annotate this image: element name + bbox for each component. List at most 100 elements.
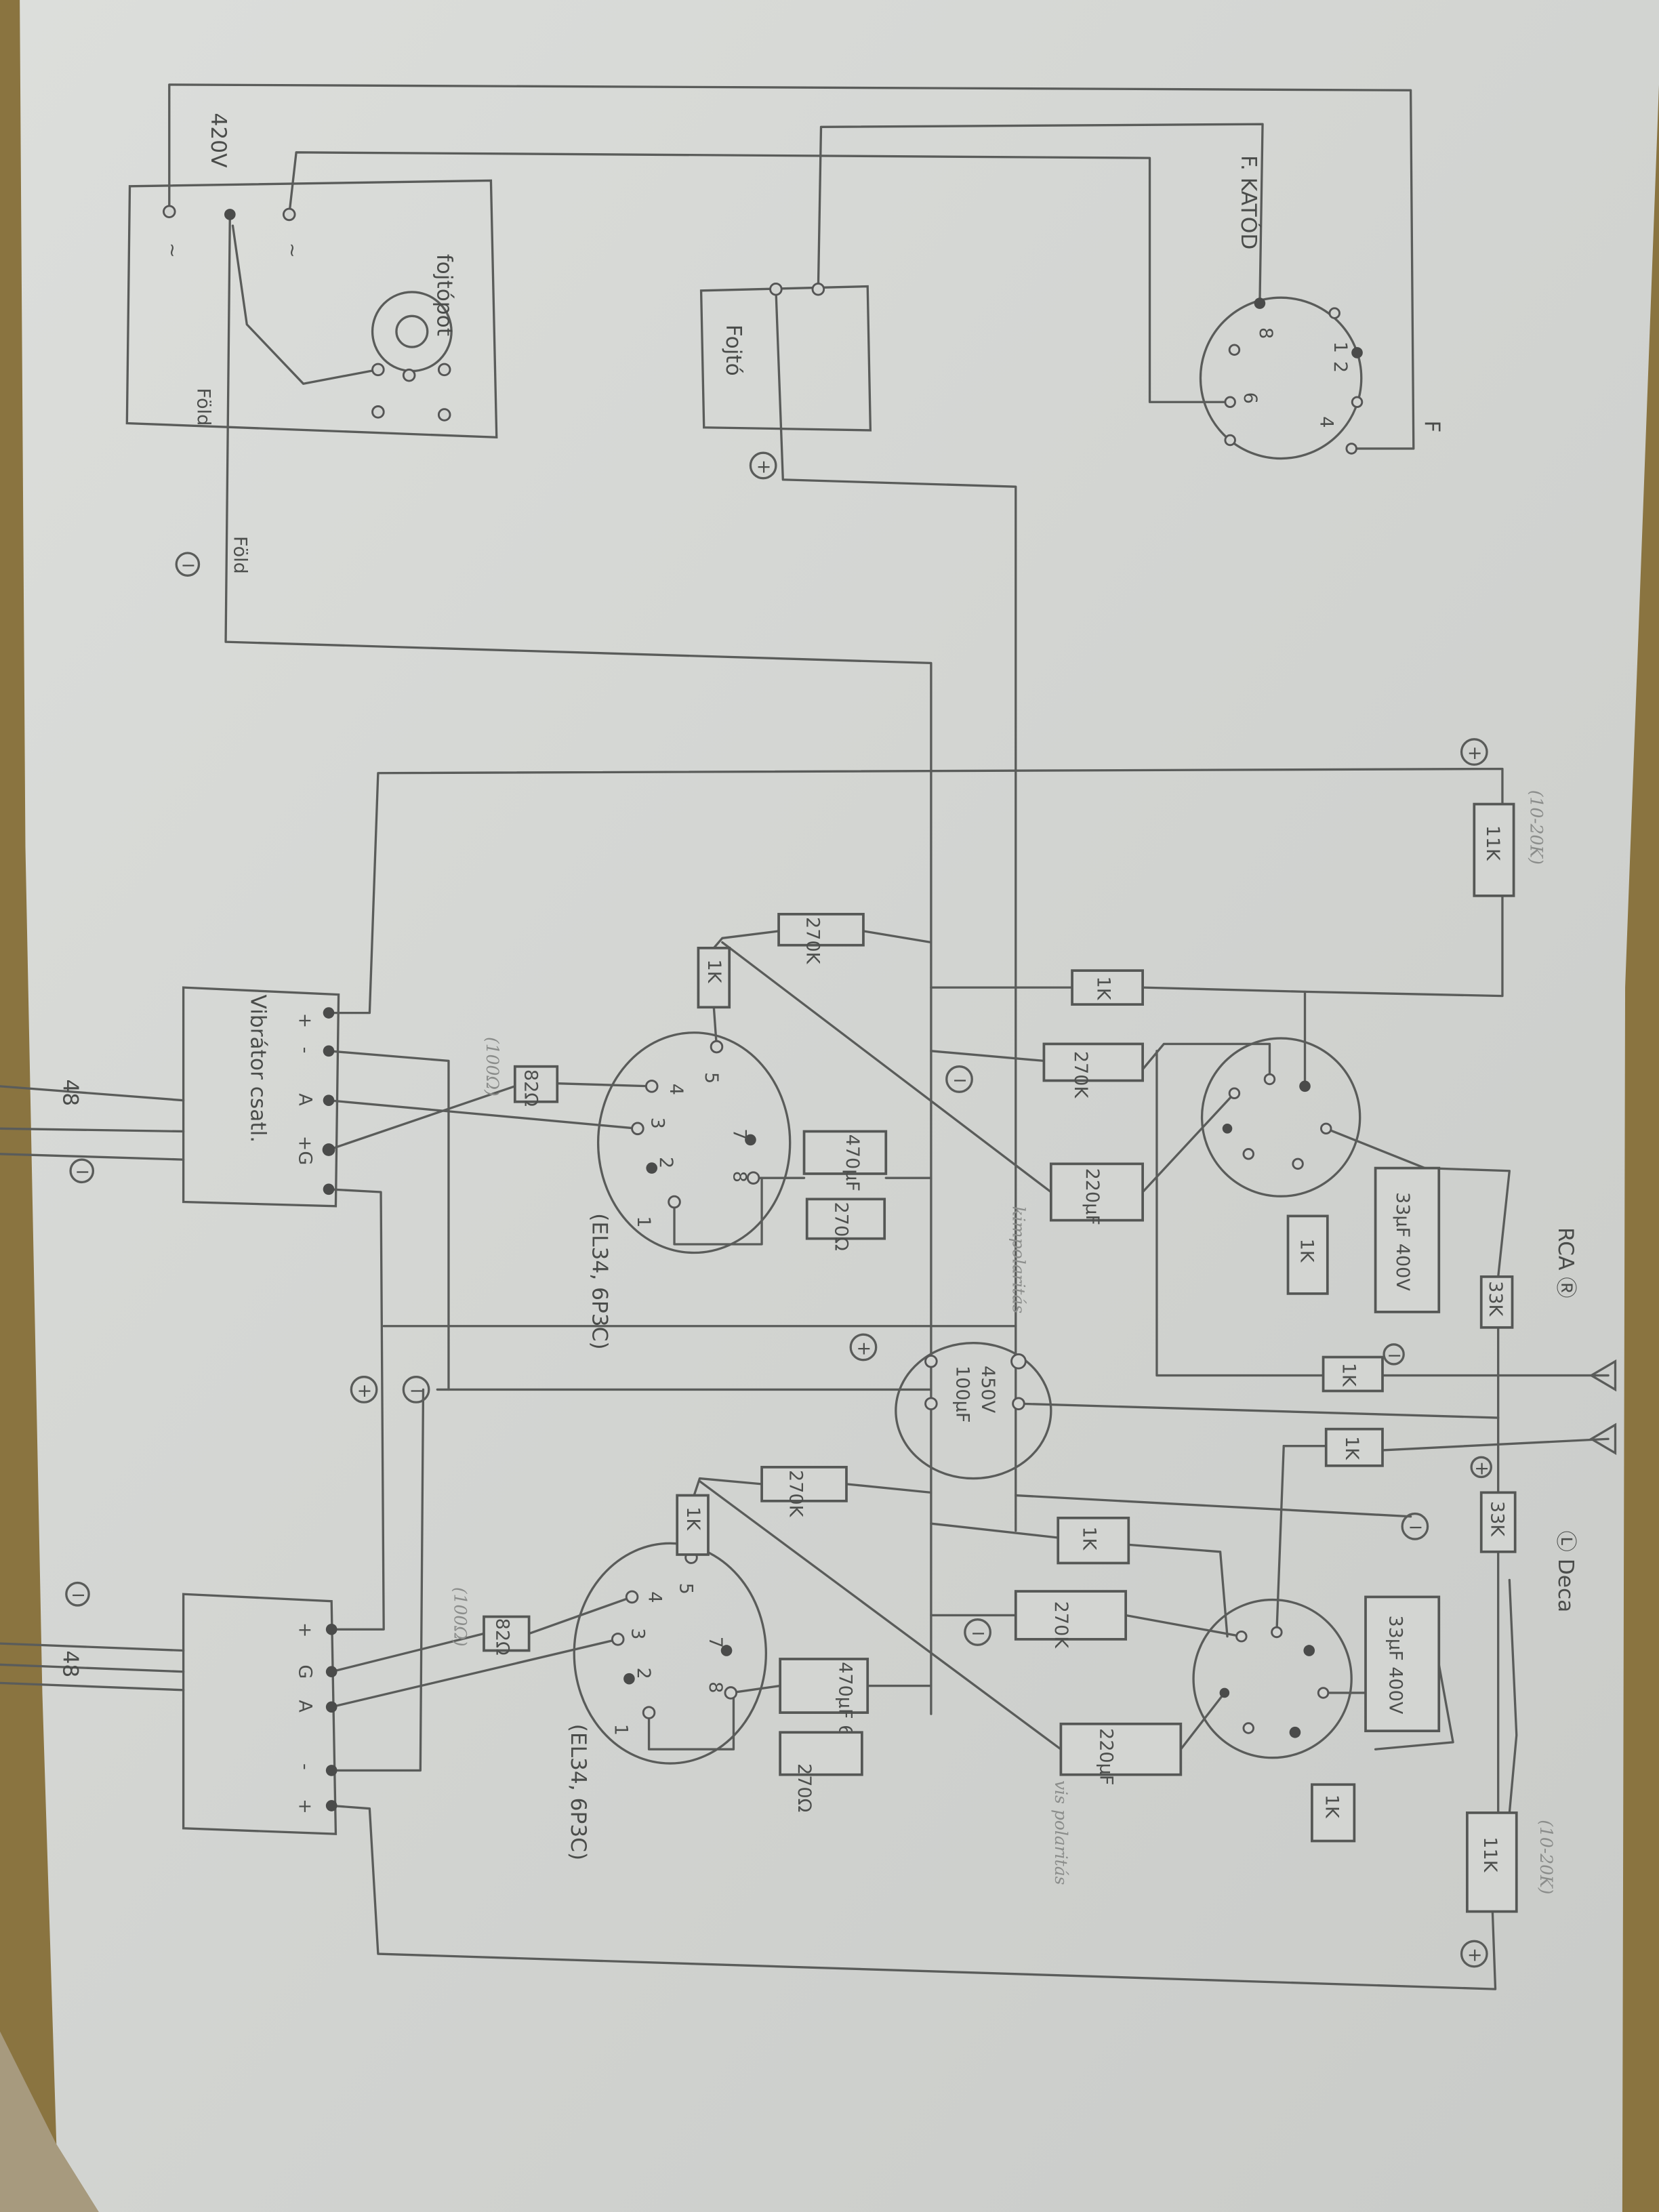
vibrator-connector-1: Vibrátor csatl. +G A - + [182,986,340,1208]
svg-text:82Ω: 82Ω [520,1069,541,1107]
wire [845,1483,933,1494]
svg-text:−: − [1387,1345,1402,1366]
wire [1423,1166,1511,1278]
choke-box: Fojtó [699,282,872,432]
bus-plus-mark: + [350,1376,378,1404]
grid-resistor [483,1615,531,1652]
svg-text:~: ~ [162,243,183,258]
svg-text:33K: 33K [1485,1281,1506,1317]
wire [330,1388,425,1772]
svg-text:1K: 1K [1093,976,1114,1000]
svg-text:A: A [294,1700,315,1713]
wire [1141,895,1504,998]
vibrator-lead-polarity-2: − [65,1581,90,1607]
svg-text:5: 5 [675,1583,696,1595]
wire [1374,1663,1454,1750]
wire [930,1522,1059,1539]
svg-text:270K: 270K [1050,1601,1071,1650]
wire [1127,1543,1229,1638]
rectifier-socket: 8 6 1 2 4 [1199,296,1364,460]
wire [327,1099,639,1130]
pot-box-label: fojtópot [432,254,456,336]
cathode-resistor [1311,1783,1356,1843]
svg-text:A: A [294,1093,315,1106]
supply-resistor [1473,802,1515,897]
wire [1381,1437,1610,1452]
wire [775,288,1017,1532]
tube-2-bus-minus: − [964,1618,991,1646]
svg-text:1: 1 [611,1724,632,1736]
wire [327,767,1504,1015]
pot-ground-label: Föld [192,388,213,426]
tube-type-label: (EL34, 6P3C) [587,1213,611,1349]
rectifier-cathode-label: F. KATÓD [1236,155,1263,249]
load-resistor [1014,1590,1128,1641]
series-resistor [1479,1275,1514,1329]
svg-text:4: 4 [644,1591,665,1603]
svg-text:kimpolaritás: kimpolaritás [1009,1206,1029,1313]
svg-text:−: − [970,1623,986,1644]
wire [231,224,380,385]
svg-text:7: 7 [729,1128,750,1140]
svg-text:270K: 270K [785,1470,806,1518]
svg-text:3: 3 [647,1118,668,1129]
svg-text:1K: 1K [1296,1239,1317,1263]
preamp-1-supply-plus: + [1460,738,1488,766]
grid-resistor [513,1065,559,1103]
svg-text:82Ω: 82Ω [492,1618,513,1656]
wire [693,1477,763,1497]
wires [0,83,1610,1990]
wire [330,1638,619,1708]
wire [862,930,933,944]
svg-text:33K: 33K [1486,1501,1507,1537]
svg-text:8: 8 [705,1681,726,1693]
plate-resistor [1071,969,1144,1006]
svg-text:2: 2 [633,1667,654,1679]
svg-text:100µF: 100µF [951,1366,972,1422]
svg-text:vis polaritás: vis polaritás [1051,1780,1071,1885]
svg-text:6: 6 [1240,392,1261,404]
cathode-cap [802,1130,888,1175]
vibrator-label: Vibrátor csatl. [246,995,270,1143]
svg-text:5: 5 [701,1072,722,1084]
plate-resistor [760,1466,848,1502]
wire [288,151,1231,403]
svg-text:+G: +G [294,1136,315,1166]
load-resistor [1042,1042,1144,1082]
preamp-2-supply-plus: + [1460,1940,1488,1968]
wire [729,1684,781,1694]
svg-text:(10-20K): (10-20K) [1527,790,1547,865]
svg-text:+: + [357,1380,373,1401]
svg-text:1K: 1K [1322,1795,1343,1819]
svg-text:−: − [409,1380,425,1401]
svg-text:(100Ω): (100Ω) [483,1037,502,1097]
svg-text:2: 2 [655,1157,676,1168]
vibrator-lead-label-2: 48 [58,1651,83,1678]
svg-text:(10-20K): (10-20K) [1536,1820,1556,1894]
wire [330,1632,485,1673]
wire [0,1642,185,1652]
coupling-cap [1059,1722,1183,1776]
wire [647,1692,735,1750]
svg-text:450V: 450V [977,1366,998,1414]
wire [1141,1042,1271,1081]
svg-text:8: 8 [1255,327,1276,339]
cathode-resistor [1286,1214,1329,1295]
vibrator-lead-polarity-1: − [69,1158,95,1184]
svg-text:-: - [294,1763,315,1770]
svg-text:270K: 270K [1070,1051,1091,1099]
wire [1015,1494,1412,1518]
svg-text:~: ~ [282,243,303,258]
vibrator-connector-2: + G A - + [182,1593,337,1835]
bus-minus-mark: − [402,1376,430,1404]
svg-text:8: 8 [729,1171,750,1183]
wire [1124,1614,1243,1638]
deca-output-label: Ⓛ Deca [1553,1531,1578,1613]
svg-text:+: + [294,1622,315,1638]
paper-sheet [20,0,1659,2212]
preamp-1-minus-mark: − [1382,1343,1405,1366]
svg-text:11K: 11K [1482,825,1503,861]
supply-resistor [1466,1811,1518,1913]
wire [817,123,1264,305]
